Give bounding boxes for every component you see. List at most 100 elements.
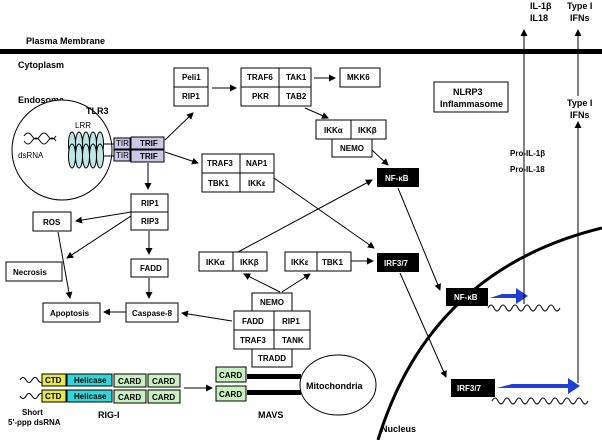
- arrow-rip3-necrosis: [66, 215, 132, 259]
- pkr-label: PKR: [252, 92, 269, 101]
- tab2-label: TAB2: [286, 92, 307, 101]
- card-2: [147, 373, 181, 388]
- ikka-top-label: IKKα: [324, 126, 343, 135]
- irf37-nuc-label: IRF3/7: [457, 384, 482, 393]
- ikke-mid-label: IKKε: [291, 258, 309, 267]
- type1-mid-label-2: IFNs: [570, 110, 590, 120]
- pro-il18-label: Pro-IL-18: [510, 165, 545, 174]
- irf-promoter-arrow: [497, 378, 580, 394]
- card-1: [113, 373, 147, 388]
- arrow-trif-peli1: [164, 112, 194, 141]
- nap1-label: NAP1: [246, 159, 268, 168]
- nemo-top-box: [331, 138, 373, 158]
- fadd-mid-label: FADD: [140, 264, 162, 273]
- apoptosis-label: Apoptosis: [50, 309, 90, 318]
- irf-gene-dna: [491, 397, 589, 405]
- mitochondria: [299, 354, 377, 416]
- ros-box: [32, 211, 72, 232]
- tir-domain-a: [113, 137, 131, 150]
- ikkb-mid-label: IKKβ: [240, 258, 259, 267]
- ikke-top-label: IKKε: [248, 179, 266, 188]
- mkk6-label: MKK6: [347, 73, 370, 82]
- arrow-nfkb-nucleus: [397, 187, 441, 291]
- il1b-label: IL-1β: [530, 1, 552, 11]
- ikka-mid-label: IKKα: [206, 258, 225, 267]
- card-3: [113, 389, 147, 404]
- tir-label-b: TIR: [116, 151, 129, 160]
- plasma-membrane-line: [0, 49, 602, 54]
- rip1-mid-label: RIP1: [141, 199, 159, 208]
- arrow-fadd-caspase8-2: [181, 310, 233, 322]
- fadd-low-label: FADD: [242, 317, 264, 326]
- apoptosis-box: [42, 302, 101, 323]
- inflammasome-label: Inflammasome: [440, 99, 503, 109]
- nfkb-cyto-box: [377, 168, 419, 187]
- nucleus-label: Nucleus: [381, 424, 416, 434]
- nfkb-nuc-box: [446, 288, 488, 306]
- type1-mid-label-1: Type I: [567, 98, 592, 108]
- dsrna-label: dsRNA: [18, 151, 44, 160]
- rip3-label: RIP3: [141, 217, 159, 226]
- arrow-trif-traf3: [164, 151, 199, 165]
- endosome-label: Endosome: [18, 95, 64, 105]
- traf6-label: TRAF6: [247, 73, 273, 82]
- tbk1-mid-label: TBK1: [322, 258, 343, 267]
- short-dsrna-label-2: 5'-ppp dsRNA: [8, 418, 61, 427]
- type1-top-label-1: Type I: [567, 1, 592, 11]
- rip1-top-label: RIP1: [182, 92, 200, 101]
- rip1-low-label: RIP1: [282, 317, 300, 326]
- tir-label-a: TIR: [116, 139, 129, 148]
- trif-label-a: TRIF: [140, 139, 158, 148]
- mavs-tm-a: [247, 374, 301, 379]
- mavs-card-b: [215, 385, 247, 402]
- nlrp3-box: [433, 81, 509, 113]
- tlr3-label: TLR3: [86, 106, 109, 116]
- arrow-nemo-nfkb: [371, 149, 389, 166]
- necrosis-label: Necrosis: [13, 268, 47, 277]
- necrosis-box: [5, 261, 63, 282]
- tradd-label: TRADD: [258, 354, 286, 363]
- irf37-cyto-label: IRF3/7: [384, 259, 409, 268]
- lrr-domains: [68, 131, 104, 169]
- caspase8-label: Caspase-8: [132, 309, 173, 318]
- card-3-label: CARD: [118, 393, 141, 402]
- nlrp3-label: NLRP3: [453, 87, 483, 97]
- traf3-low-label: TRAF3: [240, 336, 266, 345]
- card-4: [147, 389, 181, 404]
- helicase-domain-b: [66, 389, 113, 403]
- arrow-nemo-ikke: [281, 273, 311, 293]
- mavs-tm-b: [247, 390, 301, 395]
- trif-label-b: TRIF: [140, 152, 158, 161]
- mavs-card-b-label: CARD: [219, 390, 242, 399]
- tank-label: TANK: [282, 336, 304, 345]
- arrow-nemo-ikk: [243, 273, 281, 293]
- tir-domain-b: [113, 149, 131, 162]
- card-1-label: CARD: [118, 377, 141, 386]
- nfkb-nuc-label: NF-κB: [454, 293, 478, 302]
- arrow-ikke-irf37: [273, 177, 375, 249]
- cytoplasm-label: Cytoplasm: [18, 60, 64, 70]
- ctd-label-b: CTD: [45, 392, 62, 401]
- arrow-ros-apoptosis: [57, 231, 73, 299]
- mkk6-box: [339, 67, 381, 88]
- pathway-arrows: [57, 29, 582, 392]
- tak1-label: TAK1: [286, 73, 307, 82]
- pro-il1b-label: Pro-IL-1β: [510, 149, 545, 158]
- tbk1-top-label: TBK1: [208, 179, 229, 188]
- tradd-box: [251, 348, 293, 368]
- il18-label: IL18: [530, 13, 548, 23]
- nemo-top-label: NEMO: [340, 144, 364, 153]
- card-2-label: CARD: [152, 377, 175, 386]
- helicase-domain-a: [66, 373, 113, 387]
- short-dsrna-helix: [19, 377, 45, 399]
- peli1-label: Peli1: [182, 73, 201, 82]
- nfkb-cyto-label: NF-κB: [385, 174, 409, 183]
- nfkb-promoter-arrow: [490, 288, 528, 304]
- dsrna-helix: [23, 132, 57, 145]
- plasma-membrane-label: Plasma Membrane: [26, 36, 105, 46]
- ros-label: ROS: [43, 218, 61, 227]
- trif-box-b: [130, 149, 165, 163]
- arrow-tab2-ikk: [304, 107, 329, 119]
